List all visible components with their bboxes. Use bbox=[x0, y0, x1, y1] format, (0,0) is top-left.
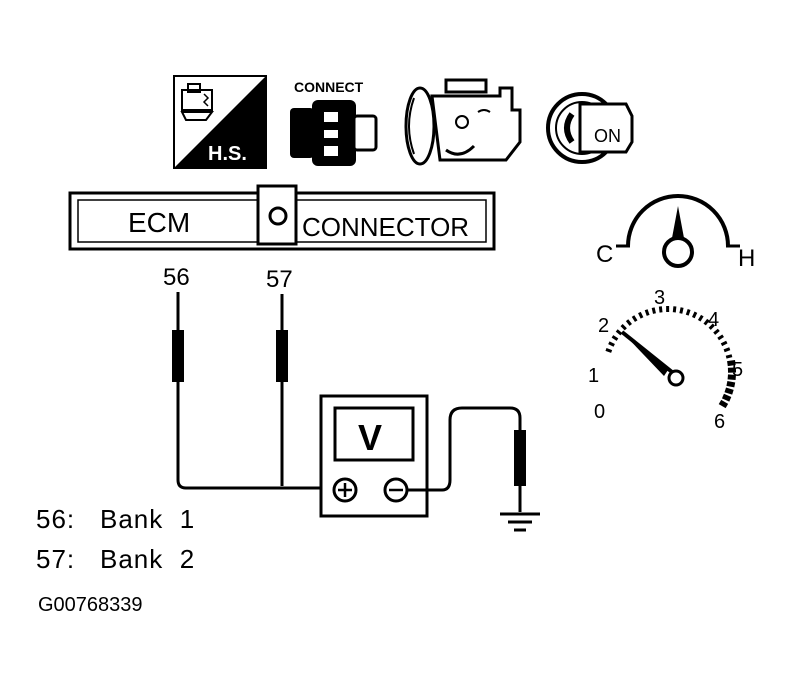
tachometer-tick bbox=[721, 393, 732, 402]
tachometer-tick bbox=[651, 307, 656, 314]
connector-label: CONNECTOR bbox=[302, 212, 469, 242]
tachometer-tick bbox=[691, 311, 698, 319]
hot-soak-icon: H.S. bbox=[173, 75, 267, 169]
ecm-label: ECM bbox=[128, 207, 190, 238]
tach-label-6: 6 bbox=[714, 411, 725, 433]
positive-terminal-icon bbox=[332, 477, 358, 503]
tachometer-tick bbox=[697, 314, 704, 322]
tachometer-tick bbox=[611, 335, 619, 341]
tach-label-2: 2 bbox=[598, 315, 609, 337]
terminal-56-label: 56 bbox=[163, 264, 190, 291]
tach-label-1: 1 bbox=[588, 365, 599, 387]
legend-description: Bank 1 bbox=[100, 504, 196, 534]
probe-lead-56 bbox=[172, 292, 330, 490]
connect-icon: CONNECT bbox=[290, 79, 378, 166]
tachometer-tick bbox=[608, 341, 615, 347]
probe-lead-57 bbox=[276, 294, 288, 486]
tachometer-tick bbox=[725, 354, 733, 359]
tachometer-tick bbox=[672, 306, 677, 313]
tach-label-0: 0 bbox=[594, 401, 605, 423]
tachometer-tick bbox=[615, 329, 623, 336]
voltmeter-symbol: V bbox=[358, 417, 382, 458]
tachometer-tick bbox=[724, 387, 734, 395]
tachometer-tick bbox=[620, 324, 627, 331]
tachometer-icon: 0 1 2 3 4 5 6 bbox=[588, 287, 743, 433]
tachometer-tick bbox=[718, 399, 729, 409]
tachometer-tick bbox=[625, 319, 632, 326]
terminal-57-label: 57 bbox=[266, 266, 293, 293]
legend-terminal: 57: bbox=[36, 544, 76, 574]
legend-row-1: 56: Bank 1 bbox=[36, 504, 195, 535]
tachometer-tick bbox=[726, 380, 736, 388]
tachometer-tick bbox=[717, 334, 724, 341]
temp-hot-label: H bbox=[738, 245, 755, 272]
temperature-gauge-icon: C H bbox=[596, 194, 755, 272]
tach-label-5: 5 bbox=[732, 359, 743, 381]
ground-icon bbox=[500, 512, 540, 532]
tachometer-tick bbox=[631, 315, 638, 322]
legend-description: Bank 2 bbox=[100, 544, 196, 574]
ignition-key-on-icon: ON bbox=[546, 92, 634, 164]
tachometer-tick bbox=[679, 307, 684, 314]
legend-row-2: 57: Bank 2 bbox=[36, 544, 195, 575]
figure-code: G00768339 bbox=[38, 594, 143, 616]
temp-cold-label: C bbox=[596, 241, 613, 268]
ground-lead bbox=[407, 406, 526, 512]
tachometer-tick bbox=[720, 340, 728, 347]
tachometer-tick bbox=[638, 311, 644, 319]
tachometer-tick bbox=[605, 348, 613, 353]
tachometer-tick bbox=[727, 374, 736, 381]
tachometer-tick bbox=[723, 347, 731, 353]
tachometer-tick bbox=[703, 318, 710, 326]
tachometer-tick bbox=[644, 309, 650, 316]
tachometer-ticks bbox=[605, 305, 737, 409]
hs-label: H.S. bbox=[208, 143, 247, 165]
tachometer-tick bbox=[658, 306, 663, 313]
tachometer-tick bbox=[713, 328, 720, 335]
negative-terminal-icon bbox=[383, 477, 409, 503]
tachometer-tick bbox=[727, 360, 736, 367]
tachometer-tick bbox=[685, 308, 691, 316]
connect-label: CONNECT bbox=[294, 79, 364, 95]
tach-label-4: 4 bbox=[708, 309, 719, 331]
ignition-on-label: ON bbox=[594, 126, 621, 146]
tach-label-3: 3 bbox=[654, 287, 665, 309]
ecm-connector: ECM CONNECTOR bbox=[68, 184, 496, 251]
voltmeter: V bbox=[319, 394, 429, 518]
tachometer-tick bbox=[708, 323, 715, 330]
connector-lock-hole bbox=[268, 206, 288, 226]
legend-terminal: 56: bbox=[36, 504, 76, 534]
engine-icon bbox=[404, 78, 522, 166]
